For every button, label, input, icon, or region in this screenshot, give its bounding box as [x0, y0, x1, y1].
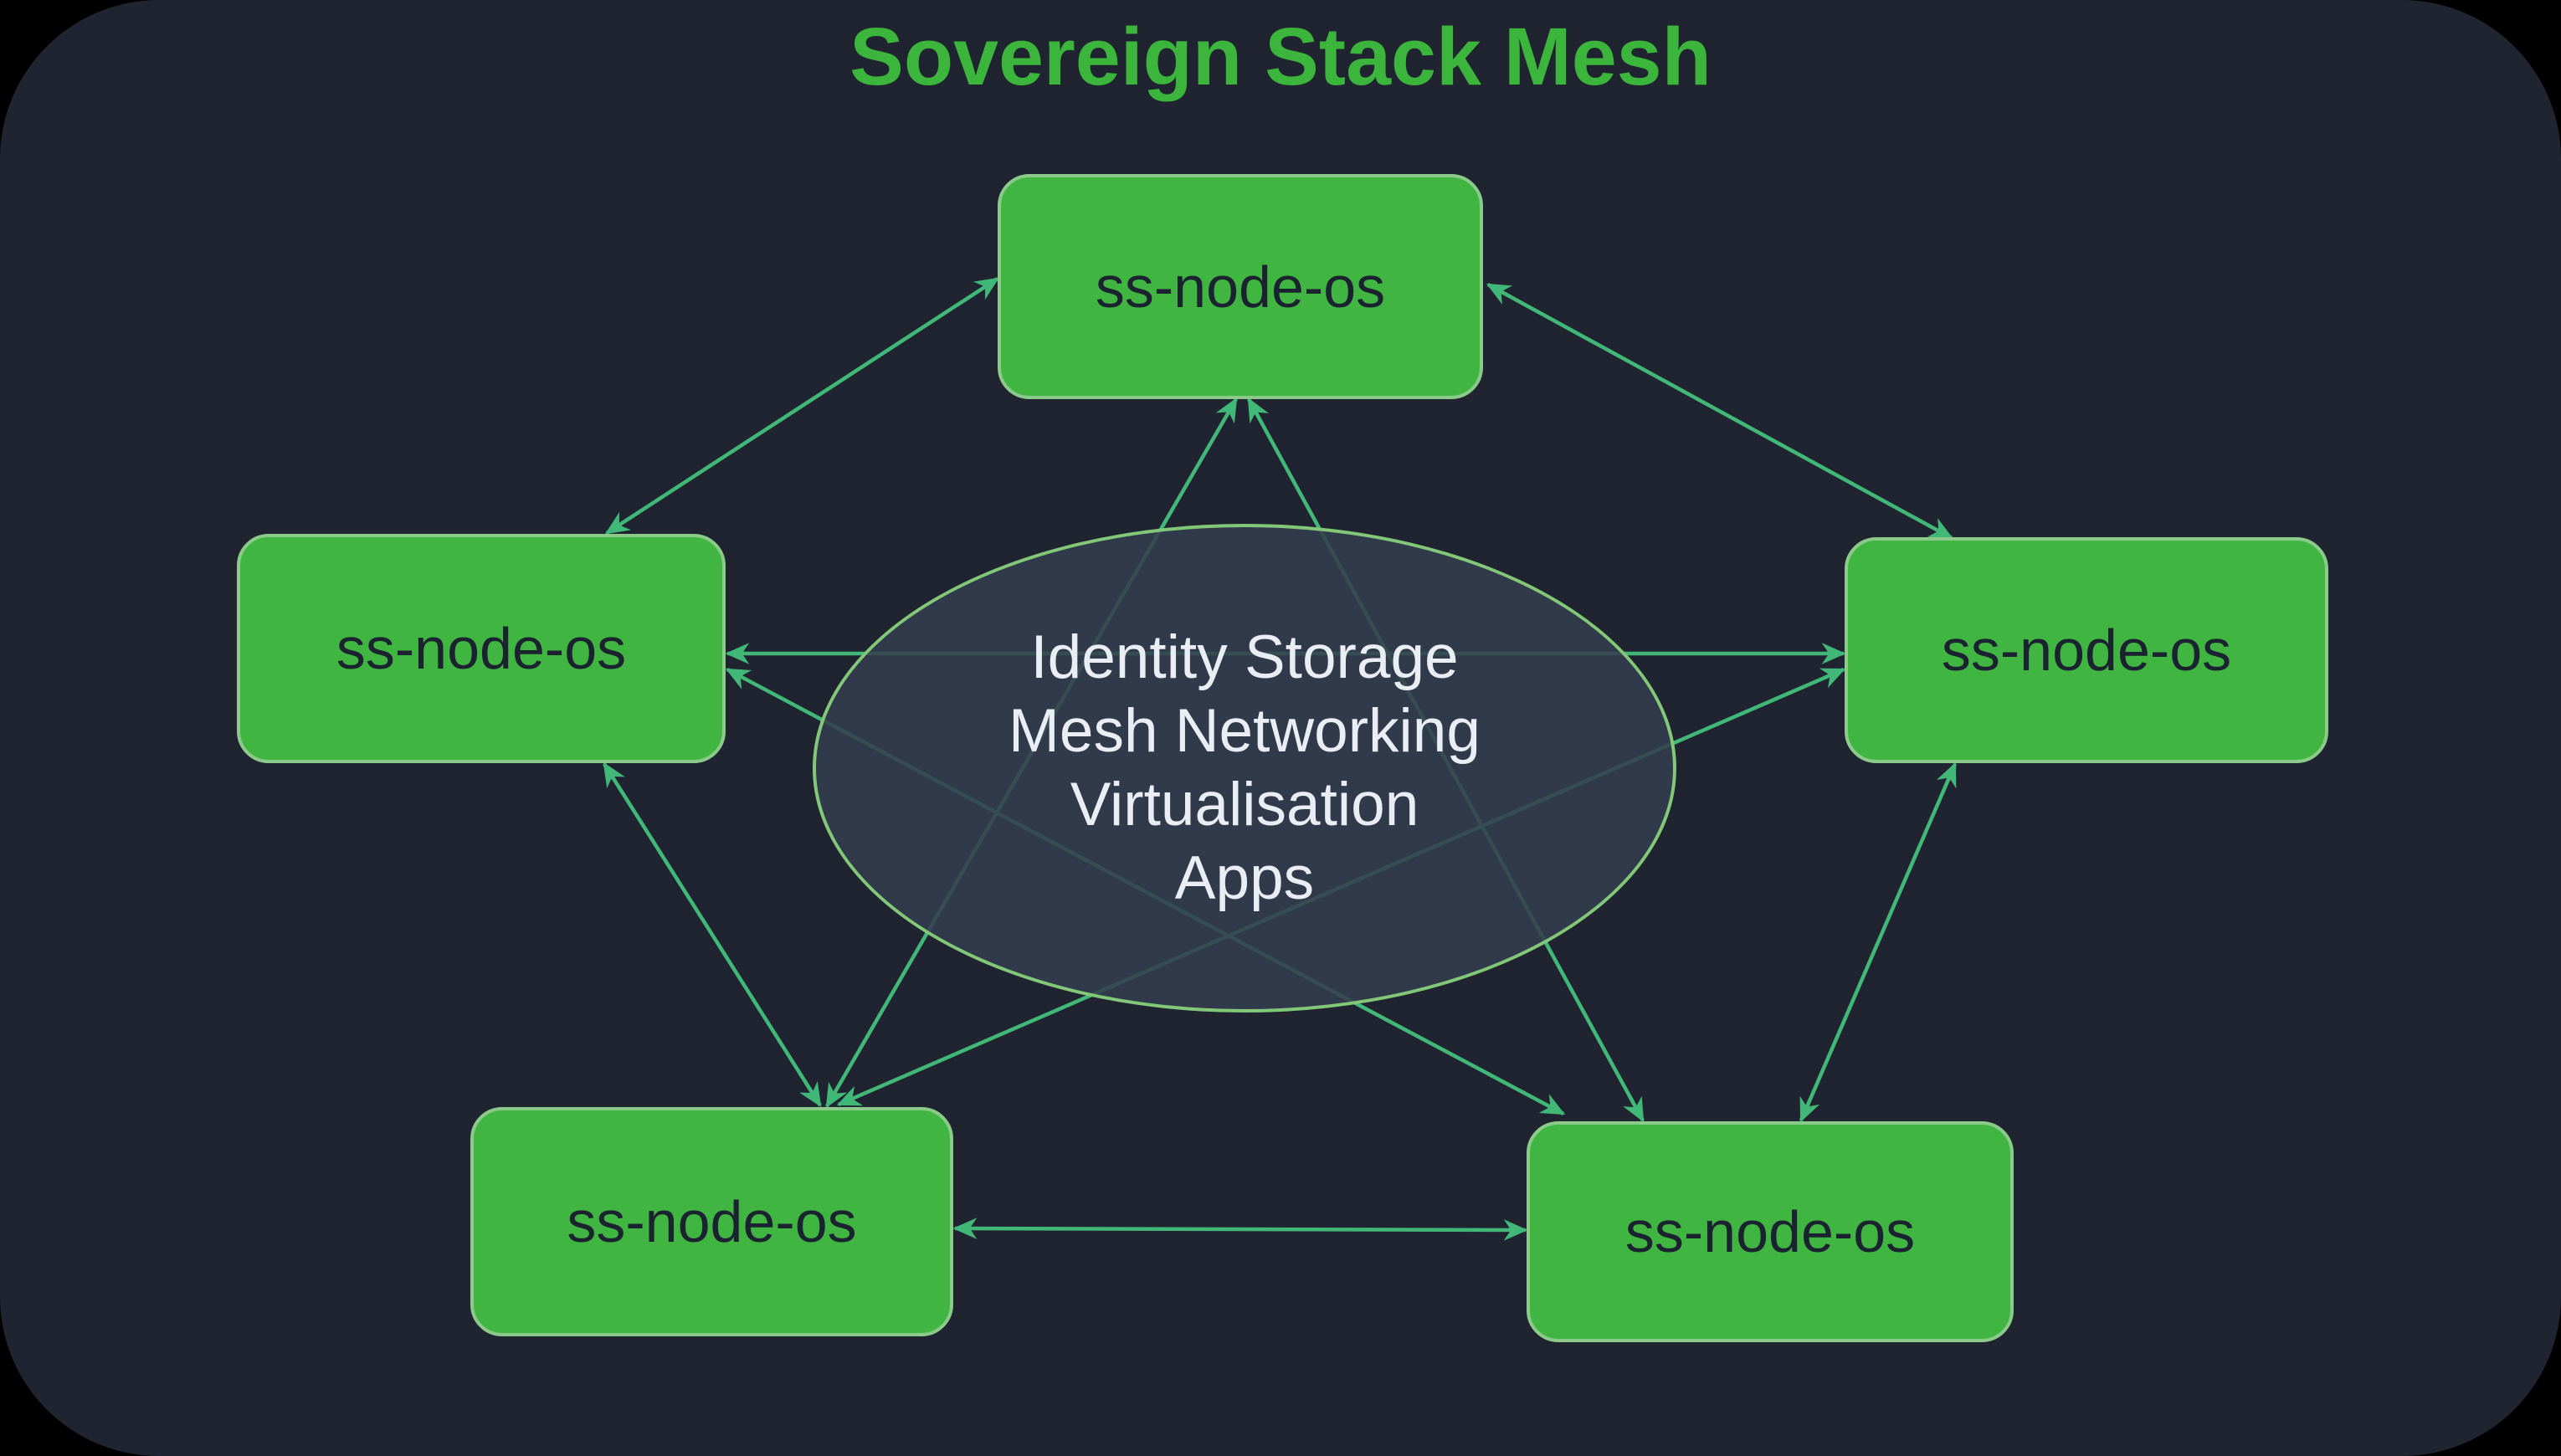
node-right: ss-node-os: [1845, 537, 2328, 763]
node-label: ss-node-os: [1941, 618, 2232, 683]
node-left: ss-node-os: [237, 534, 726, 763]
node-label: ss-node-os: [1095, 254, 1386, 320]
core-service-line: Identity Storage: [1030, 623, 1459, 691]
node-label: ss-node-os: [1624, 1199, 1916, 1264]
node-label: ss-node-os: [336, 616, 627, 681]
core-service-line: Mesh Networking: [1008, 697, 1481, 765]
node-bottom-right: ss-node-os: [1527, 1121, 2014, 1342]
node-bottom-left: ss-node-os: [470, 1107, 953, 1336]
node-label: ss-node-os: [567, 1189, 857, 1254]
edge-bottom-left-bottom-right: [952, 1218, 1528, 1241]
node-top: ss-node-os: [998, 174, 1483, 399]
edge-top-right: [1486, 283, 1954, 540]
edge-right-bottom-right: [1799, 761, 1958, 1123]
core-services-ellipse: Identity Storage Mesh Networking Virtual…: [813, 524, 1676, 1013]
core-service-line: Virtualisation: [1070, 771, 1419, 838]
diagram-title: Sovereign Stack Mesh: [849, 11, 1712, 102]
edge-top-left: [604, 277, 1000, 535]
core-service-line: Apps: [1174, 844, 1315, 912]
edge-left-bottom-left: [603, 761, 822, 1108]
